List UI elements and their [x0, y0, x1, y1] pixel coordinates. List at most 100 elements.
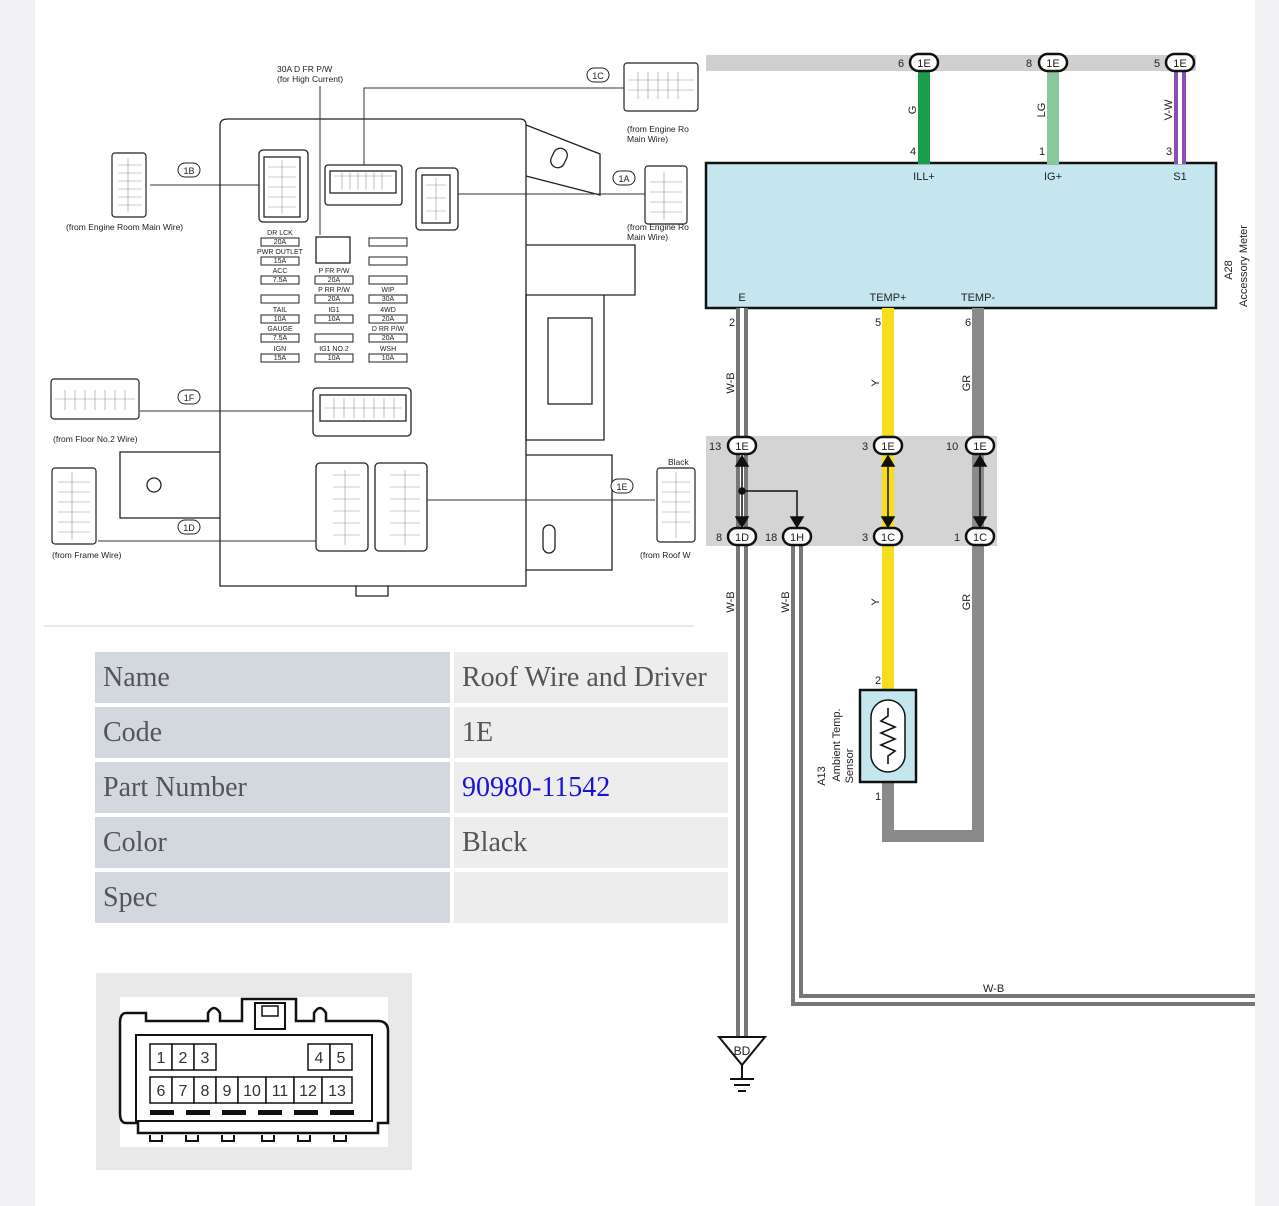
pin-number: 6 [898, 58, 904, 70]
table-row: Part Number 90980-11542 [95, 762, 728, 813]
meter-code: A28 [1223, 260, 1235, 280]
row-key-name: Name [95, 652, 454, 703]
wire-color-label: LG [1036, 103, 1048, 118]
fuse-amp: 7.5A [273, 277, 288, 284]
connector-1c-label: 1C [592, 71, 604, 81]
row-value-code: 1E [454, 707, 728, 758]
fuse-amp: 10A [328, 355, 341, 362]
wire-g [918, 70, 930, 164]
pin-number: 3 [862, 532, 868, 544]
pin-number: 5 [1154, 58, 1160, 70]
source-1c-line2: Main Wire) [627, 134, 668, 144]
wire-color-label: G [907, 106, 919, 115]
row-key-part-number: Part Number [95, 762, 454, 813]
badge-1c: 1C [881, 532, 895, 544]
pin-number: 1 [875, 791, 881, 803]
fuse-name: 4WD [380, 307, 396, 314]
pin-number: 18 [765, 532, 777, 544]
badge-1e: 1E [1046, 58, 1059, 70]
pin-number: 2 [875, 675, 881, 687]
fuse-amp: 7.5A [273, 335, 288, 342]
schematic-labels: 6 8 5 4 1 3 ILL+ IG+ S1 E TEMP+ TEMP- 2 … [709, 58, 1187, 995]
fuse-labels: DR LCK 20A PWR OUTLET 15A ACC 7.5A TAIL … [257, 230, 404, 362]
pin-number: 3 [1166, 146, 1172, 158]
pin-number: 13 [709, 441, 721, 453]
pin-number: 1 [1039, 146, 1045, 158]
fuse-name: WIP [381, 287, 395, 294]
fuse-amp: 30A [382, 296, 395, 303]
sensor-name: Ambient Temp. [831, 708, 843, 781]
connector-1b-face [111, 152, 147, 218]
wire-wb-1h [791, 545, 1255, 1006]
fuse-block [119, 118, 636, 597]
meter-name: Accessory Meter [1238, 225, 1250, 307]
table-row: Color Black [95, 817, 728, 868]
fuse-name: IG1 [328, 307, 339, 314]
badge-1e: 1E [1173, 58, 1186, 70]
wire-color-label: V-W [1163, 99, 1175, 120]
connector-1d-label: 1D [183, 523, 195, 533]
connector-1a-label: 1A [618, 174, 629, 184]
wiring-diagram: DR LCK 20A PWR OUTLET 15A ACC 7.5A TAIL … [44, 52, 1255, 1092]
terminal-ill: ILL+ [913, 171, 935, 183]
pin-number: 13 [328, 1083, 346, 1100]
fuse-name: P FR P/W [319, 268, 350, 275]
table-row: Name Roof Wire and Driver [95, 652, 728, 703]
high-current-label: 30A D FR P/W [277, 64, 332, 74]
badge-1e: 1E [735, 441, 748, 453]
wire-color-label: W-B [725, 591, 737, 612]
pin-number: 12 [299, 1083, 317, 1100]
row-value-color: Black [454, 817, 728, 868]
badge-1h: 1H [790, 532, 804, 544]
pin-number: 8 [201, 1083, 210, 1100]
fuse-amp: 10A [328, 316, 341, 323]
pin-number: 8 [716, 532, 722, 544]
pin-number: 2 [179, 1050, 188, 1067]
connector-color-black: Black [668, 457, 690, 467]
fuse-slots [260, 237, 408, 363]
row-key-spec: Spec [95, 872, 454, 923]
pin-number: 5 [337, 1050, 346, 1067]
pin-number: 6 [965, 317, 971, 329]
pin-number: 7 [179, 1083, 188, 1100]
pin-number: 1 [157, 1050, 166, 1067]
pin-number: 3 [201, 1050, 210, 1067]
fuse-name: IG1 NO.2 [319, 346, 349, 353]
connector-grids [55, 72, 694, 545]
connector-1a-face [644, 165, 688, 225]
wire-color-label: Y [870, 598, 882, 606]
terminal-tempp: TEMP+ [870, 292, 907, 304]
fuse-amp: 20A [328, 277, 341, 284]
fuse-name: P RR P/W [318, 287, 350, 294]
fuse-amp: 20A [274, 239, 287, 246]
fuse-box-badges: 1B 1C 1A 1F 1D 1E [177, 67, 636, 535]
pin-number: 4 [910, 146, 916, 158]
junction-links [734, 454, 988, 529]
fuse-amp: 15A [274, 355, 287, 362]
leader-lines [98, 86, 655, 542]
fuse-name: TAIL [273, 307, 287, 314]
top-junction-bar [706, 55, 1196, 71]
fuse-amp: 10A [274, 316, 287, 323]
connector-1f-label: 1F [184, 393, 195, 403]
badge-1e: 1E [917, 58, 930, 70]
connector-info-table: Name Roof Wire and Driver Code 1E Part N… [95, 648, 728, 927]
wire-color-label: GR [961, 375, 973, 392]
terminal-s1: S1 [1173, 171, 1186, 183]
part-number-link[interactable]: 90980-11542 [454, 762, 728, 813]
badge-1d: 1D [735, 532, 749, 544]
source-engine-room-main: (from Engine Room Main Wire) [66, 222, 183, 232]
connector-1b-label: 1B [183, 166, 194, 176]
badge-1c: 1C [973, 532, 987, 544]
fuse-name: ACC [273, 268, 288, 275]
source-roof: (from Roof W [640, 550, 691, 560]
badge-1e: 1E [881, 441, 894, 453]
wire-color-label: W-B [983, 983, 1004, 995]
fuse-amp: 20A [382, 335, 395, 342]
row-key-code: Code [95, 707, 454, 758]
wire-color-label: W-B [780, 591, 792, 612]
sensor-code: A13 [816, 766, 828, 786]
pin-number: 11 [272, 1083, 289, 1100]
wire-vw [1174, 70, 1186, 164]
source-1a-line1: (from Engine Ro [627, 222, 689, 232]
